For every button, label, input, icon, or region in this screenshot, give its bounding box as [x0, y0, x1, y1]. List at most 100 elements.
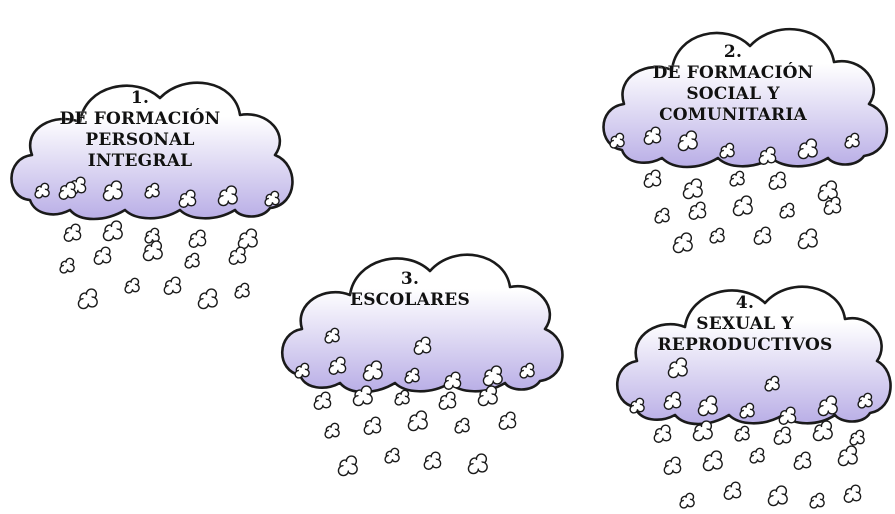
snowball: [797, 228, 818, 250]
snowball: [764, 375, 780, 392]
snowball: [519, 362, 535, 379]
snowball: [812, 420, 833, 442]
snowball: [654, 207, 670, 224]
cloud-body: [602, 27, 889, 169]
snowball: [753, 226, 772, 245]
snowball: [142, 240, 163, 262]
snowball: [59, 257, 75, 274]
snowball: [264, 190, 280, 207]
cloud-4: 4. SEXUAL Y REPRODUCTIVOS: [605, 255, 895, 514]
snowball: [324, 422, 340, 439]
snowball: [234, 282, 250, 299]
snowball: [843, 484, 862, 503]
cloud-body: [615, 285, 892, 426]
snowball: [778, 406, 797, 425]
snowball: [679, 492, 695, 509]
snowball: [102, 180, 123, 202]
cloud-2-line-1: DE FORMACIÓN: [652, 63, 814, 83]
snowball: [328, 356, 347, 375]
snowball: [217, 185, 238, 207]
snowball: [313, 391, 332, 410]
snowball: [797, 138, 818, 160]
snowball: [34, 182, 50, 199]
cloud-1-line-1: DE FORMACIÓN: [59, 109, 221, 129]
snowball: [768, 171, 787, 190]
snowball: [144, 182, 160, 199]
snowball: [734, 425, 750, 442]
snowball: [719, 142, 735, 159]
snowball: [667, 357, 688, 379]
snowball: [682, 178, 703, 200]
snowball: [793, 451, 812, 470]
snowball: [178, 189, 197, 208]
cloud-3-number: 3.: [400, 269, 420, 289]
cloud-4-line-1: SEXUAL Y: [696, 314, 794, 334]
snowball: [732, 195, 753, 217]
cloud-3-label: 3. ESCOLARES: [310, 269, 510, 311]
snowball: [672, 232, 693, 254]
cloud-1-line-3: INTEGRAL: [87, 151, 193, 171]
snowball: [702, 450, 723, 472]
cloud-2-graphic: [602, 27, 889, 254]
snowball: [837, 445, 858, 467]
cloud-3: 3. ESCOLARES: [270, 225, 570, 514]
snowball: [337, 455, 358, 477]
snowball: [197, 288, 218, 310]
snowball: [324, 327, 340, 344]
snowball: [817, 395, 838, 417]
cloud-body: [280, 253, 564, 394]
snowball: [844, 132, 860, 149]
snowball: [454, 417, 470, 434]
cloud-2-label: 2. DE FORMACIÓN SOCIAL Y COMUNITARIA: [628, 42, 838, 126]
snowball: [817, 180, 838, 202]
cloud-4-line-2: REPRODUCTIVOS: [657, 335, 833, 355]
snowball: [609, 132, 625, 149]
snowball: [779, 202, 795, 219]
snowball: [93, 246, 112, 265]
snowball: [124, 277, 140, 294]
snowball: [723, 481, 742, 500]
snowball: [77, 288, 98, 310]
snowball: [758, 146, 777, 165]
snowball: [438, 391, 457, 410]
snowball: [498, 411, 517, 430]
snowball: [849, 429, 865, 446]
snowball: [482, 365, 503, 387]
snowball: [857, 392, 873, 409]
snowball: [228, 246, 247, 265]
snowball: [629, 397, 645, 414]
snowball: [237, 228, 258, 250]
snowball: [294, 362, 310, 379]
snowball: [823, 196, 842, 215]
snowball: [663, 456, 682, 475]
cloud-1-graphic: [10, 81, 294, 310]
snowball: [163, 276, 182, 295]
cloud-4-label: 4. SEXUAL Y REPRODUCTIVOS: [635, 293, 855, 356]
snowball: [404, 367, 420, 384]
snowball: [643, 126, 662, 145]
cloud-1-label: 1. DE FORMACIÓN PERSONAL INTEGRAL: [40, 88, 240, 172]
snowball: [697, 395, 718, 417]
snowball: [653, 424, 672, 443]
snowball: [663, 391, 682, 410]
snowball: [729, 170, 745, 187]
cloud-4-graphic: [615, 285, 892, 509]
snowball: [188, 229, 207, 248]
cloud-1: 1. DE FORMACIÓN PERSONAL INTEGRAL: [0, 40, 300, 310]
snowball: [643, 169, 662, 188]
snowball: [739, 402, 755, 419]
snowball: [184, 252, 200, 269]
cloud-3-graphic: [280, 253, 564, 477]
snowball: [677, 130, 698, 152]
snowball: [384, 447, 400, 464]
snowball: [352, 385, 373, 407]
snowball: [688, 201, 707, 220]
snowball: [102, 220, 123, 242]
cloud-2: 2. DE FORMACIÓN SOCIAL Y COMUNITARIA: [590, 0, 895, 265]
snowball: [767, 485, 788, 507]
snowball: [749, 447, 765, 464]
snowball: [477, 385, 498, 407]
cloud-4-number: 4.: [735, 293, 755, 313]
snowball: [413, 336, 432, 355]
snowball: [423, 451, 442, 470]
